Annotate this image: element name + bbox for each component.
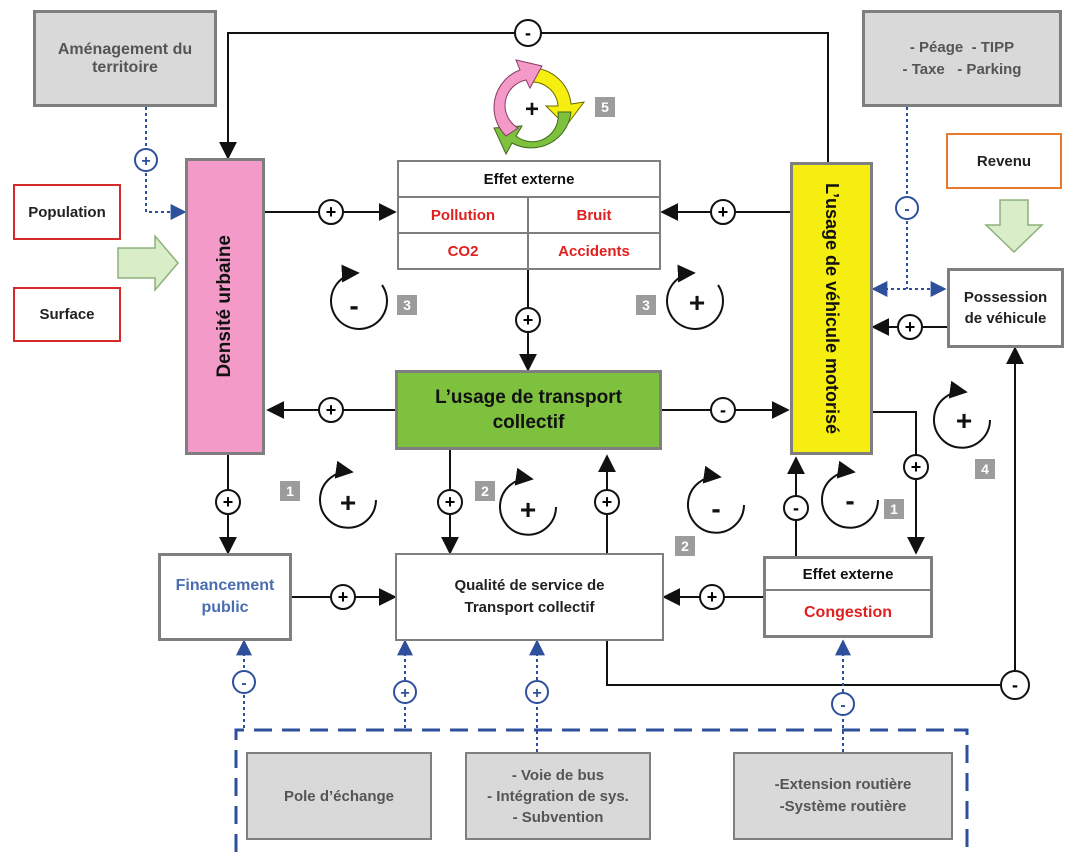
transport-collectif-line-2: collectif	[492, 412, 565, 433]
surface-label: Surface	[39, 306, 95, 323]
road-policy-box: -Extension routière -Système routière	[733, 752, 953, 840]
policy-group-frame	[234, 728, 969, 852]
congestion-table: Effet externe Congestion	[763, 556, 933, 638]
pole-echange-label: Pole d’échange	[283, 787, 395, 805]
surface-box: Surface	[13, 287, 121, 342]
loop-4-circle	[933, 380, 991, 449]
loop-tag-3-right: 3	[636, 295, 656, 315]
usage-vehicule-box: L’usage de véhicule motorisé	[790, 162, 873, 455]
transport-collectif-line-1: L’usage de transport	[435, 387, 622, 408]
loop-3-left-circle	[330, 264, 389, 330]
transport-collectif-box: L’usage de transport collectif	[395, 370, 662, 450]
effet-externe-title: Effet externe	[399, 162, 659, 198]
loop-5-recycle-icon	[493, 59, 586, 156]
loop-indicators	[319, 264, 991, 536]
financement-line-1: Financement	[175, 577, 275, 594]
qualite-service-box: Qualité de service de Transport collecti…	[395, 553, 664, 641]
extension-label: -Extension routière	[774, 776, 912, 793]
congestion-cell: Congestion	[804, 604, 892, 621]
usage-vehicule-line-1: L’usage de véhicule	[822, 183, 842, 354]
pricing-line-1: - Péage - TIPP	[909, 38, 1015, 56]
accidents-cell: Accidents	[558, 242, 630, 260]
voie-bus-label: - Voie de bus	[511, 766, 605, 784]
bruit-cell: Bruit	[529, 198, 659, 234]
loop-tag-1-right: 1	[884, 499, 904, 519]
integration-label: - Intégration de sys.	[487, 787, 629, 805]
population-box: Population	[13, 184, 121, 240]
policy-links	[145, 107, 947, 752]
co2-cell: CO2	[399, 234, 529, 268]
loop-1-left-circle	[319, 460, 377, 529]
population-surface-block-arrow	[117, 233, 179, 293]
financement-line-2: public	[201, 599, 249, 616]
pollution-cell: Pollution	[399, 198, 529, 234]
pricing-line-2: - Taxe - Parking	[902, 60, 1022, 78]
loop-tag-3-left: 3	[397, 295, 417, 315]
possession-line-2: de véhicule	[964, 310, 1047, 327]
amenagement-label: Aménagement du territoire	[57, 40, 193, 76]
qualite-line-2: Transport collectif	[464, 599, 595, 616]
usage-vehicule-line-2: motorisé	[822, 357, 842, 434]
revenu-label: Revenu	[976, 152, 1032, 170]
loop-2-right-circle	[687, 465, 745, 534]
revenu-box: Revenu	[946, 133, 1062, 189]
possession-line-1: Possession	[963, 289, 1048, 306]
pricing-box: - Péage - TIPP - Taxe - Parking	[862, 10, 1062, 107]
loop-tag-1-left: 1	[280, 481, 300, 501]
loop-tag-2-right: 2	[675, 536, 695, 556]
financement-public-box: Financement public	[158, 553, 292, 641]
densite-urbaine-box: Densité urbaine	[185, 158, 265, 455]
densite-urbaine-label: Densité urbaine	[214, 235, 235, 378]
revenu-block-arrow	[984, 199, 1044, 254]
link-quality-to-possession	[606, 346, 1024, 686]
bus-policy-box: - Voie de bus - Intégration de sys. - Su…	[465, 752, 651, 840]
qualite-line-1: Qualité de service de	[454, 577, 605, 594]
possession-vehicule-box: Possession de véhicule	[947, 268, 1064, 348]
population-label: Population	[28, 203, 106, 221]
loop-3-right-circle	[666, 264, 725, 330]
amenagement-box: Aménagement du territoire	[33, 10, 217, 107]
link-amenagement-to-density	[145, 107, 187, 220]
effet-externe-table: Effet externe Pollution Bruit CO2 Accide…	[397, 160, 661, 270]
loop-tag-5: 5	[595, 97, 615, 117]
loop-tag-2-left: 2	[475, 481, 495, 501]
subvention-label: - Subvention	[512, 808, 604, 826]
systeme-label: -Système routière	[779, 798, 907, 815]
loop-1-right-circle	[821, 460, 879, 529]
pole-echange-box: Pole d’échange	[246, 752, 432, 840]
loop-2-left-circle	[499, 467, 557, 536]
link-vehicle-to-congestion	[873, 411, 925, 555]
loop-tag-4: 4	[975, 459, 995, 479]
effet-externe-2-title: Effet externe	[766, 559, 930, 591]
